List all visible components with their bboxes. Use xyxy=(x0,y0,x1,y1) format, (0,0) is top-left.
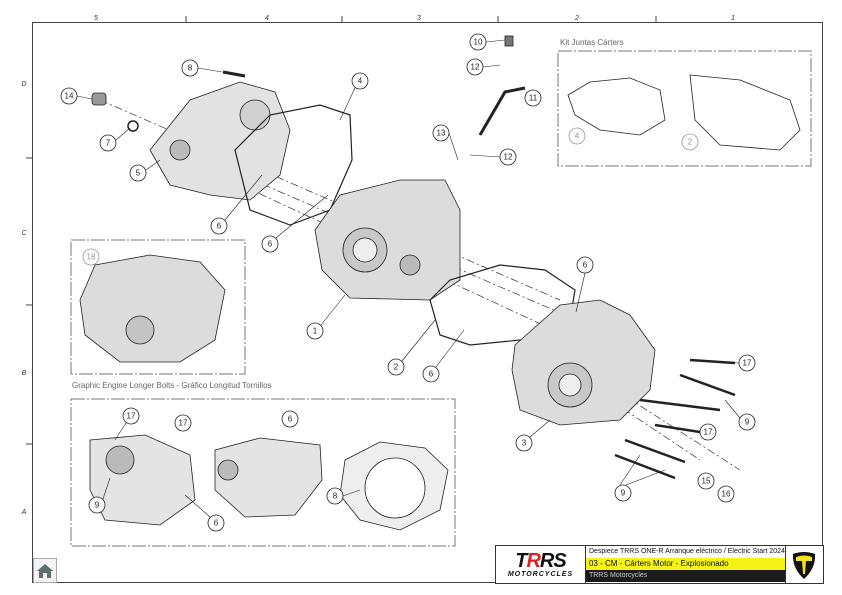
drawing-title: Despiece TRRS ONE-R Arranque eléctrico /… xyxy=(585,546,785,558)
svg-text:18: 18 xyxy=(87,253,96,262)
callout-11: 11 xyxy=(524,89,542,107)
leader-lines xyxy=(76,39,741,518)
callout-16: 16 xyxy=(717,485,735,503)
svg-text:2: 2 xyxy=(394,363,399,372)
svg-text:6: 6 xyxy=(268,240,273,249)
home-icon xyxy=(37,563,53,578)
grid-col-5: 5 xyxy=(94,15,98,22)
callout-1: 1 xyxy=(306,322,324,340)
bolts-callout-17b: 17 xyxy=(174,414,192,432)
callout-10: 10 xyxy=(469,33,487,51)
kit-callout-2: 2 xyxy=(681,133,699,151)
svg-text:12: 12 xyxy=(504,153,513,162)
svg-text:1: 1 xyxy=(313,327,318,336)
callout-9a: 9 xyxy=(738,413,756,431)
svg-text:6: 6 xyxy=(288,415,293,424)
bolts-callout-6a: 6 xyxy=(281,410,299,428)
bolts-callout-9: 9 xyxy=(88,496,106,514)
svg-text:4: 4 xyxy=(575,132,580,141)
callout-9b: 9 xyxy=(614,484,632,502)
svg-text:9: 9 xyxy=(621,489,626,498)
drawing-frame xyxy=(26,16,823,583)
callout-4: 4 xyxy=(351,72,369,90)
grid-col-1: 1 xyxy=(731,15,735,22)
bolts-title: Graphic Engine Longer Bolts - Gráfico Lo… xyxy=(72,381,272,390)
trrs-badge-icon xyxy=(784,546,823,583)
callout-6d: 6 xyxy=(422,365,440,383)
svg-text:3: 3 xyxy=(522,439,527,448)
svg-text:9: 9 xyxy=(95,501,100,510)
bolts xyxy=(614,358,736,480)
svg-text:6: 6 xyxy=(583,261,588,270)
bolts-box xyxy=(70,398,456,547)
svg-text:15: 15 xyxy=(702,477,711,486)
trrs-logo: TRRS MOTORCYCLES xyxy=(496,546,586,583)
inset-box xyxy=(70,239,246,375)
callout-17b: 17 xyxy=(699,423,717,441)
callout-8: 8 xyxy=(181,59,199,77)
svg-text:5: 5 xyxy=(136,169,141,178)
svg-text:17: 17 xyxy=(179,419,188,428)
callout-5: 5 xyxy=(129,164,147,182)
svg-text:13: 13 xyxy=(437,129,446,138)
svg-text:12: 12 xyxy=(471,63,480,72)
callout-12b: 12 xyxy=(499,148,517,166)
svg-text:17: 17 xyxy=(704,428,713,437)
kit-callout-4: 4 xyxy=(568,127,586,145)
svg-text:4: 4 xyxy=(358,77,363,86)
svg-text:9: 9 xyxy=(745,418,750,427)
clutch-cover xyxy=(149,81,291,201)
svg-text:10: 10 xyxy=(474,38,483,47)
callout-7: 7 xyxy=(99,134,117,152)
title-info: Despiece TRRS ONE-R Arranque eléctrico /… xyxy=(585,546,785,583)
drawing-company: TRRS Motorcycles xyxy=(585,570,785,582)
svg-text:11: 11 xyxy=(529,94,538,103)
grid-row-d: D xyxy=(21,81,26,88)
title-block: TRRS MOTORCYCLES Despiece TRRS ONE-R Arr… xyxy=(495,545,824,584)
svg-text:14: 14 xyxy=(65,92,74,101)
callout-15: 15 xyxy=(697,472,715,490)
svg-text:17: 17 xyxy=(127,412,136,421)
grid-row-b: B xyxy=(22,370,27,377)
bolts-callout-17a: 17 xyxy=(122,407,140,425)
callout-6a: 6 xyxy=(210,217,228,235)
home-button[interactable] xyxy=(33,558,57,583)
callouts: 10 12 11 8 14 7 5 4 13 12 6 6 1 6 2 6 17… xyxy=(60,33,756,532)
clutch-gasket xyxy=(234,104,353,226)
bolts-callout-6b: 6 xyxy=(207,514,225,532)
plug xyxy=(91,92,107,106)
grid-row-c: C xyxy=(21,230,27,237)
callout-6c: 6 xyxy=(576,256,594,274)
svg-text:7: 7 xyxy=(106,139,111,148)
callout-6b: 6 xyxy=(261,235,279,253)
inset-callout-18: 18 xyxy=(82,248,100,266)
svg-text:2: 2 xyxy=(688,138,693,147)
engine-parts xyxy=(79,35,801,531)
kit-title: Kit Juntas Cárters xyxy=(560,38,624,47)
kit-box xyxy=(557,50,812,167)
callout-3: 3 xyxy=(515,434,533,452)
svg-text:8: 8 xyxy=(333,492,338,501)
grid-col-3: 3 xyxy=(417,15,421,22)
callout-13: 13 xyxy=(432,124,450,142)
grid-col-2: 2 xyxy=(574,15,579,22)
callout-14: 14 xyxy=(60,87,78,105)
drawing-subtitle: 03 - CM - Cárters Motor - Explosionado xyxy=(585,558,785,570)
svg-text:6: 6 xyxy=(214,519,219,528)
breather-hose xyxy=(478,86,526,136)
svg-text:16: 16 xyxy=(722,490,731,499)
crankcase-left xyxy=(314,179,461,301)
grid-col-4: 4 xyxy=(265,15,269,22)
grid-labels: 5 4 3 2 1 D C B A xyxy=(21,15,735,516)
grid-row-a: A xyxy=(21,509,27,516)
callout-12: 12 xyxy=(466,58,484,76)
svg-text:6: 6 xyxy=(217,222,222,231)
callout-17a: 17 xyxy=(738,354,756,372)
callout-2: 2 xyxy=(387,358,405,376)
svg-text:6: 6 xyxy=(429,370,434,379)
svg-text:8: 8 xyxy=(188,64,193,73)
svg-text:17: 17 xyxy=(743,359,752,368)
crankcase-right xyxy=(511,299,656,426)
bolts-callout-8: 8 xyxy=(326,487,344,505)
